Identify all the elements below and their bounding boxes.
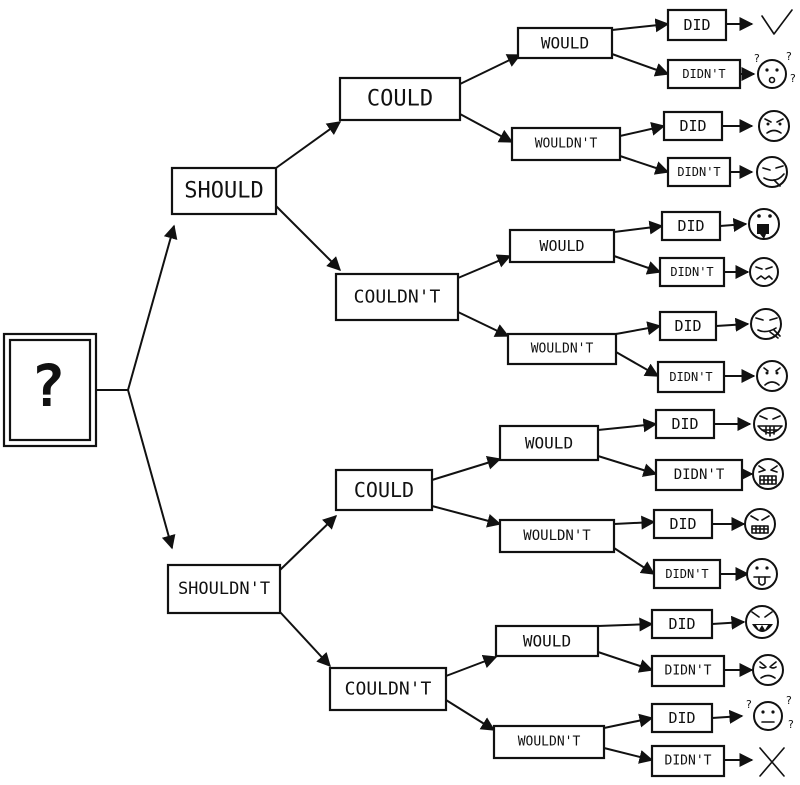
svg-text:?: ?	[790, 72, 796, 85]
leaf-didnt-7-label: DIDN'T	[665, 664, 712, 679]
angry-face-icon	[744, 508, 776, 540]
node-wouldnt-4-label: WOULDN'T	[518, 735, 581, 750]
leaf-did-7: DID	[650, 608, 714, 640]
node-couldnt-1-label: COULDN'T	[354, 287, 441, 308]
amazed-face-icon	[748, 208, 780, 240]
leaf-did-8-label: DID	[668, 709, 695, 727]
root-node: ?	[2, 332, 98, 448]
node-wouldnt-4: WOULDN'T	[492, 724, 606, 760]
leaf-didnt-1-label: DIDN'T	[682, 67, 725, 81]
node-could-2: COULD	[334, 468, 434, 512]
leaf-did-4: DID	[658, 310, 718, 342]
node-should-label: SHOULD	[184, 179, 263, 204]
grinning-face-icon	[753, 407, 787, 441]
root-node-label: ?	[31, 352, 66, 420]
node-would-4: WOULD	[494, 624, 600, 658]
node-couldnt-1: COULDN'T	[334, 272, 460, 322]
node-shouldnt: SHOULDN'T	[166, 563, 282, 615]
checkmark-icon	[761, 9, 793, 35]
node-wouldnt-2: WOULDN'T	[506, 332, 618, 366]
svg-text:?: ?	[788, 718, 794, 731]
leaf-did-2: DID	[662, 110, 724, 142]
leaf-did-7-label: DID	[668, 615, 695, 633]
node-would-1: WOULD	[516, 26, 614, 60]
node-wouldnt-2-label: WOULDN'T	[531, 342, 594, 357]
disappointed-face-icon	[752, 654, 784, 686]
leaf-did-5-label: DID	[671, 415, 698, 433]
leaf-did-6-label: DID	[669, 515, 696, 533]
leaf-didnt-3: DIDN'T	[658, 256, 726, 288]
upset-face-icon	[749, 257, 779, 287]
node-could-2-label: COULD	[354, 478, 414, 502]
node-should: SHOULD	[170, 166, 278, 216]
leaf-did-3-label: DID	[677, 217, 704, 235]
cross-icon	[759, 747, 785, 777]
svg-text:?: ?	[746, 698, 752, 711]
node-would-1-label: WOULD	[541, 34, 589, 53]
evil-grin-face-icon	[745, 605, 779, 639]
node-wouldnt-1-label: WOULDN'T	[535, 137, 598, 152]
leaf-didnt-2-label: DIDN'T	[677, 165, 720, 179]
node-would-2: WOULD	[508, 228, 616, 264]
node-wouldnt-1: WOULDN'T	[510, 126, 622, 162]
reluctant-face-icon	[758, 110, 790, 142]
leaf-didnt-4-label: DIDN'T	[669, 370, 712, 384]
leaf-didnt-3-label: DIDN'T	[670, 265, 713, 279]
node-would-3: WOULD	[498, 424, 600, 462]
leaf-didnt-5-label: DIDN'T	[674, 467, 725, 483]
leaf-did-5: DID	[654, 408, 716, 440]
node-would-3-label: WOULD	[525, 434, 573, 453]
node-couldnt-2: COULDN'T	[328, 666, 448, 712]
node-shouldnt-label: SHOULDN'T	[178, 579, 270, 599]
node-would-2-label: WOULD	[539, 237, 584, 255]
leaf-did-3: DID	[660, 210, 722, 242]
tongue-face-icon	[746, 558, 778, 590]
leaf-didnt-7: DIDN'T	[650, 654, 726, 688]
smug-face-icon	[756, 156, 788, 188]
node-couldnt-2-label: COULDN'T	[345, 679, 432, 700]
node-would-4-label: WOULD	[523, 632, 571, 651]
confused-face-icon: ? ? ?	[754, 50, 796, 89]
leaf-did-8: DID	[650, 702, 714, 734]
bandaged-face-icon	[750, 308, 782, 340]
leaf-didnt-6: DIDN'T	[652, 558, 722, 590]
sad-face-icon	[756, 360, 788, 392]
leaf-didnt-8-label: DIDN'T	[665, 754, 712, 769]
leaf-didnt-4: DIDN'T	[656, 360, 726, 394]
leaf-didnt-8: DIDN'T	[650, 744, 726, 778]
svg-text:?: ?	[786, 694, 792, 707]
leaf-didnt-2: DIDN'T	[666, 156, 732, 188]
svg-text:?: ?	[754, 52, 760, 65]
node-could-1-label: COULD	[367, 87, 433, 112]
leaf-did-4-label: DID	[674, 317, 701, 335]
svg-text:?: ?	[786, 50, 792, 63]
leaf-didnt-5: DIDN'T	[654, 458, 744, 492]
node-wouldnt-3-label: WOULDN'T	[523, 528, 591, 544]
node-wouldnt-3: WOULDN'T	[498, 518, 616, 554]
leaf-did-2-label: DID	[679, 117, 706, 135]
puzzled-face-icon: ? ? ?	[746, 694, 794, 731]
node-could-1: COULD	[338, 76, 462, 122]
leaf-did-6: DID	[652, 508, 714, 540]
leaf-didnt-1: DIDN'T	[666, 58, 742, 90]
leaf-didnt-6-label: DIDN'T	[665, 567, 708, 581]
edges	[96, 17, 756, 767]
leaf-did-1: DID	[666, 8, 728, 42]
leaf-did-1-label: DID	[683, 16, 710, 34]
gritted-face-icon	[752, 458, 784, 490]
